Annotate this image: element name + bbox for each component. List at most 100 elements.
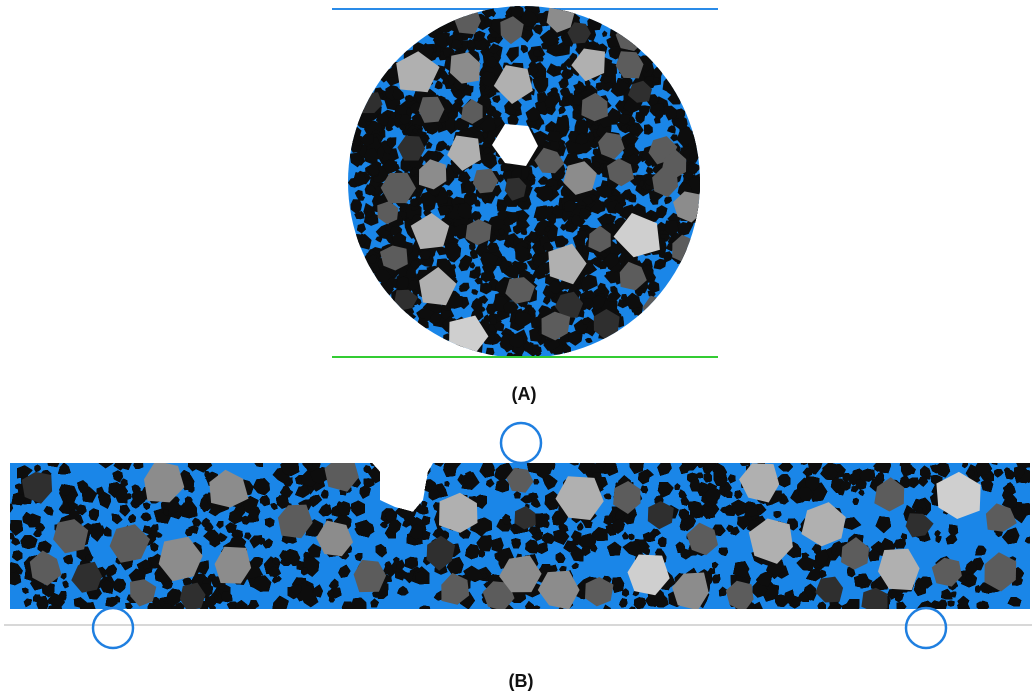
disc-pore xyxy=(536,100,549,116)
disc-pore xyxy=(364,184,376,196)
disc-pore xyxy=(614,202,625,215)
disc-aggregate xyxy=(404,12,431,38)
disc-pore xyxy=(436,246,447,256)
disc-pore xyxy=(488,234,498,244)
disc-pore xyxy=(481,271,491,283)
disc-pore xyxy=(388,68,397,78)
beam-pore xyxy=(380,463,395,479)
disc-pore xyxy=(412,112,424,126)
disc-pore xyxy=(497,209,508,221)
disc-pore xyxy=(664,196,672,205)
disc-pore xyxy=(406,280,419,291)
disc-pore xyxy=(399,124,406,132)
disc-pore xyxy=(452,223,471,239)
disc-pore xyxy=(470,249,478,259)
disc-pore xyxy=(572,93,586,106)
disc-pore xyxy=(656,205,668,219)
disc-pore xyxy=(387,137,397,150)
disc-pore xyxy=(482,262,496,275)
disc-pore xyxy=(664,105,677,121)
disc-pore xyxy=(508,333,524,348)
beam-pore xyxy=(405,463,419,476)
beam-pore xyxy=(393,479,405,491)
beam-pore xyxy=(403,465,418,484)
disc-pore xyxy=(576,230,588,241)
disc-aggregate xyxy=(394,289,418,311)
disc-pore xyxy=(462,191,478,207)
disc-pore xyxy=(554,66,562,75)
disc-pore xyxy=(610,80,629,97)
disc-aggregate xyxy=(652,167,679,198)
disc-pore xyxy=(474,277,483,285)
disc-pore xyxy=(575,132,588,145)
disc-pore xyxy=(396,276,409,292)
disc-pore xyxy=(350,199,363,214)
beam-pore xyxy=(405,463,419,476)
beam-pore xyxy=(401,463,413,469)
disc-aggregate xyxy=(581,92,608,122)
beam-pore xyxy=(780,463,788,464)
disc-pore xyxy=(550,87,558,93)
disc-pore xyxy=(646,279,660,293)
disc-pore xyxy=(504,264,520,279)
disc-pore xyxy=(523,340,533,353)
disc-pore xyxy=(545,123,554,131)
disc-pore xyxy=(557,178,564,186)
disc-pore xyxy=(484,41,491,48)
disc-pore xyxy=(375,113,390,126)
beam-pore xyxy=(403,465,418,484)
disc-pore xyxy=(446,189,454,197)
disc-pore xyxy=(412,128,419,134)
disc-pore xyxy=(555,116,570,137)
disc-pore xyxy=(487,242,500,253)
beam-pore xyxy=(388,463,396,470)
disc-aggregate xyxy=(615,51,644,79)
disc-pore xyxy=(604,269,620,284)
disc-pore xyxy=(420,134,429,144)
beam-pore xyxy=(388,463,396,470)
panel-a-disc-specimen: (A) xyxy=(332,6,718,404)
beam-pore xyxy=(398,464,413,480)
disc-pore xyxy=(584,79,591,86)
disc-pore xyxy=(498,228,505,236)
beam-pore xyxy=(403,465,418,484)
disc-pore xyxy=(354,210,363,219)
disc-pore xyxy=(512,224,521,235)
disc-pore xyxy=(653,258,667,270)
disc-aggregate xyxy=(396,51,440,93)
disc-pore xyxy=(488,44,500,55)
disc-pore xyxy=(581,317,591,325)
disc-pore xyxy=(651,213,659,221)
disc-aggregate xyxy=(541,311,571,341)
disc-pore xyxy=(603,253,619,269)
disc-pore xyxy=(437,205,450,216)
disc-pore xyxy=(618,113,630,125)
beam-pore xyxy=(404,489,414,499)
disc-aggregate xyxy=(377,201,399,225)
disc-pore xyxy=(471,289,479,295)
disc-pore xyxy=(410,198,420,207)
disc-pore xyxy=(488,90,495,97)
disc-pore xyxy=(624,292,641,310)
panel-a-label: (A) xyxy=(512,384,537,404)
disc-pore xyxy=(479,71,497,87)
disc-aggregate xyxy=(500,16,524,45)
disc-aggregate xyxy=(380,172,416,204)
disc-aggregate xyxy=(563,161,597,195)
disc-pore xyxy=(527,307,536,317)
disc-pore xyxy=(503,240,512,248)
beam-pore xyxy=(408,475,420,489)
disc-aggregate xyxy=(449,315,489,356)
disc-pore xyxy=(426,123,440,135)
disc-pore xyxy=(577,80,585,91)
beam-pores xyxy=(10,463,1030,609)
disc-pore xyxy=(544,95,559,108)
disc-aggregate xyxy=(534,147,565,174)
disc-pore xyxy=(537,176,548,185)
beam-pore xyxy=(405,463,419,476)
disc-pore xyxy=(635,111,646,124)
disc-pore xyxy=(471,211,482,222)
beam-pore xyxy=(410,469,420,481)
disc-aggregate xyxy=(447,135,481,171)
disc-pore xyxy=(593,161,601,169)
